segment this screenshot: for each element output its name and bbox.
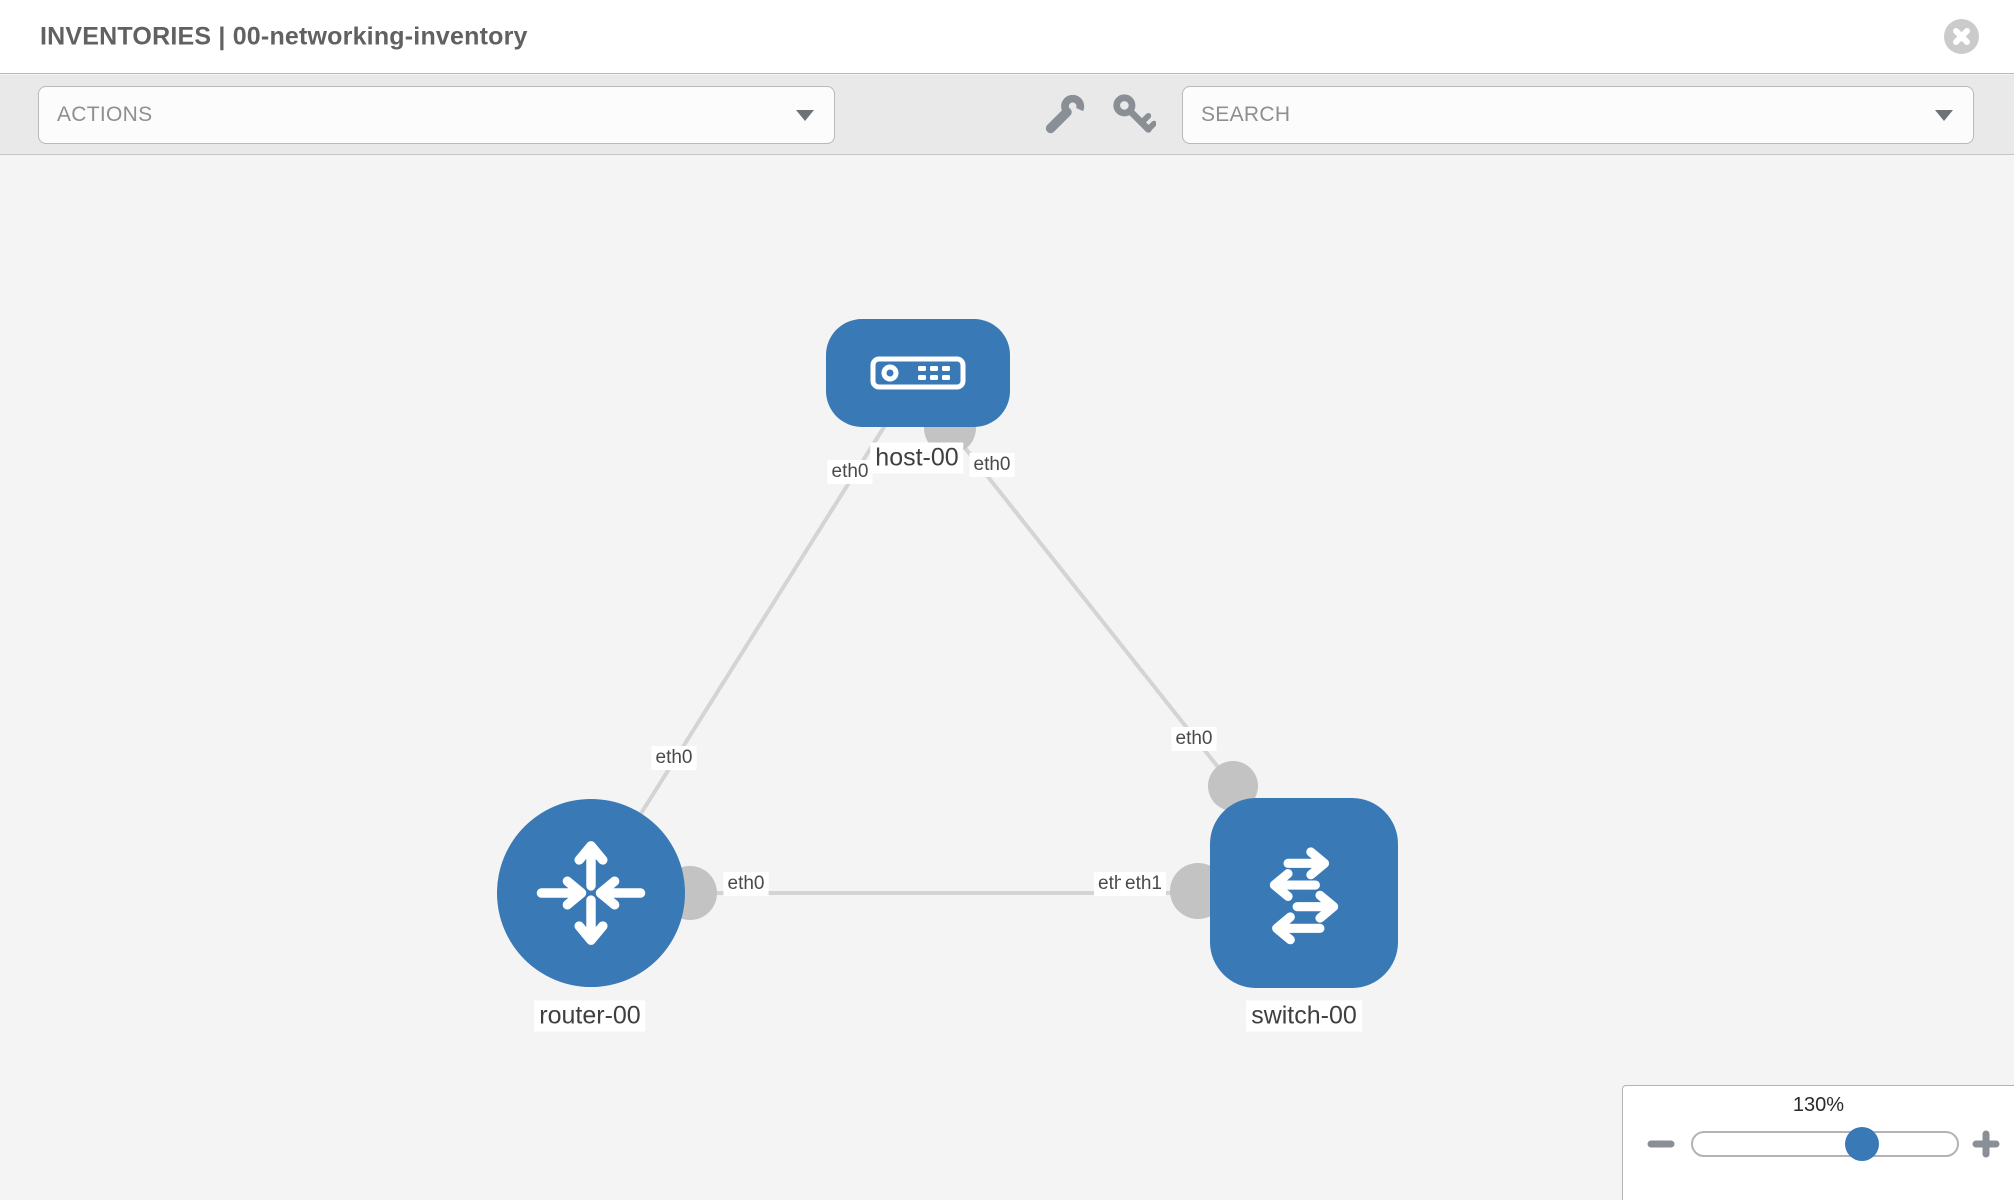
zoom-level: 130% bbox=[1792, 1094, 1845, 1116]
zoom-slider-handle[interactable] bbox=[1845, 1127, 1879, 1161]
interface-label: eth0 bbox=[969, 453, 1015, 477]
link-router-host bbox=[589, 371, 920, 895]
host-icon bbox=[870, 356, 966, 390]
page-title: INVENTORIES | 00-networking-inventory bbox=[40, 22, 528, 50]
key-icon bbox=[1113, 94, 1156, 133]
router-icon bbox=[536, 841, 646, 945]
toolbar: ACTIONS SEARCH bbox=[0, 75, 2014, 155]
chevron-down-icon bbox=[796, 109, 814, 121]
interface-label: eth0 bbox=[1171, 727, 1217, 751]
node-label-router: router-00 bbox=[534, 1000, 646, 1032]
close-button[interactable] bbox=[1944, 19, 1979, 54]
search-dropdown[interactable]: SEARCH bbox=[1182, 86, 1974, 144]
credentials-button[interactable] bbox=[1110, 91, 1156, 137]
topology-canvas[interactable]: host-00 router-00 switch-00 eth0 eth0 et… bbox=[0, 156, 2014, 1200]
node-label-switch: switch-00 bbox=[1246, 1000, 1362, 1032]
link-host-switch bbox=[948, 427, 1235, 788]
zoom-in-button[interactable] bbox=[1969, 1127, 2003, 1161]
node-label-host: host-00 bbox=[870, 442, 964, 474]
chevron-down-icon bbox=[1935, 109, 1953, 121]
close-icon bbox=[1953, 28, 1970, 45]
search-dropdown-label: SEARCH bbox=[1201, 103, 1291, 126]
zoom-out-button[interactable] bbox=[1644, 1127, 1678, 1161]
node-router-00[interactable] bbox=[497, 799, 685, 987]
node-host-00[interactable] bbox=[826, 319, 1010, 427]
plus-icon bbox=[1972, 1130, 2000, 1158]
zoom-panel: 130% bbox=[1622, 1085, 2014, 1200]
actions-dropdown[interactable]: ACTIONS bbox=[38, 86, 835, 144]
switch-icon bbox=[1269, 847, 1339, 945]
node-switch-00[interactable] bbox=[1210, 798, 1398, 988]
header: INVENTORIES | 00-networking-inventory bbox=[0, 0, 2014, 74]
interface-label: eth0 bbox=[651, 746, 697, 770]
zoom-slider[interactable] bbox=[1691, 1127, 1959, 1161]
interface-label: eth0 bbox=[723, 872, 769, 896]
interface-label: eth0 bbox=[827, 460, 873, 484]
minus-icon bbox=[1647, 1140, 1675, 1148]
interface-label: eth1 bbox=[1121, 872, 1166, 896]
topology-links-layer bbox=[589, 371, 1304, 920]
wrench-icon bbox=[1045, 94, 1085, 134]
actions-dropdown-label: ACTIONS bbox=[57, 103, 153, 126]
configure-button[interactable] bbox=[1042, 91, 1088, 137]
